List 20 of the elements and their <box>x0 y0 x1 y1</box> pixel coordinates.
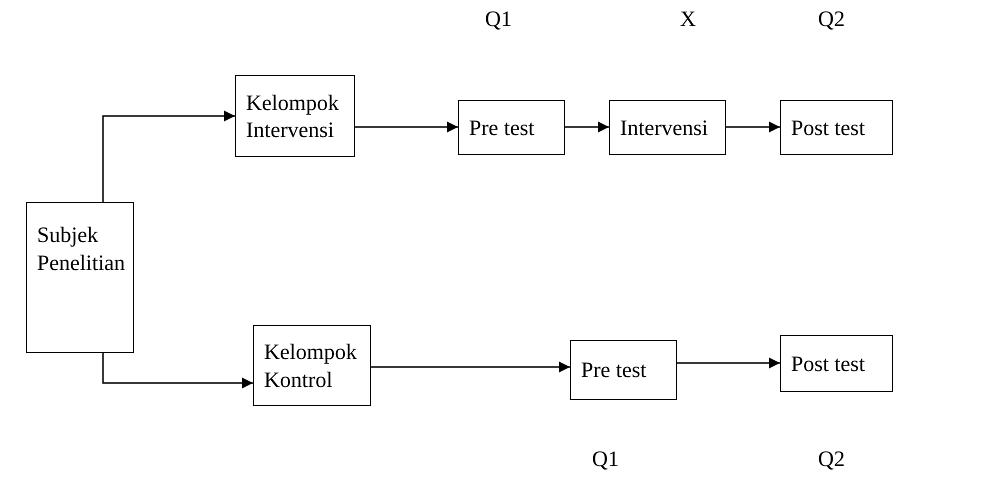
measurement-label: Q1 <box>592 446 619 472</box>
process-box: Post test <box>780 335 893 392</box>
process-box: Post test <box>780 100 893 155</box>
measurement-label: Q2 <box>818 6 845 32</box>
measurement-label: Q2 <box>818 446 845 472</box>
measurement-label: X <box>680 6 696 32</box>
measurement-label: Q1 <box>485 6 512 32</box>
process-box: Kelompok Intervensi <box>235 75 355 157</box>
process-box: Intervensi <box>609 100 726 155</box>
arrow <box>371 362 570 372</box>
arrow <box>102 110 235 202</box>
arrow <box>726 122 780 132</box>
arrow <box>677 358 780 368</box>
process-box: Subjek Penelitian <box>26 202 134 353</box>
process-box: Kelompok Kontrol <box>253 325 371 406</box>
arrow <box>102 353 253 388</box>
arrow <box>355 122 458 132</box>
process-box: Pre test <box>458 100 565 155</box>
process-box: Pre test <box>570 340 677 400</box>
arrow <box>565 122 609 132</box>
